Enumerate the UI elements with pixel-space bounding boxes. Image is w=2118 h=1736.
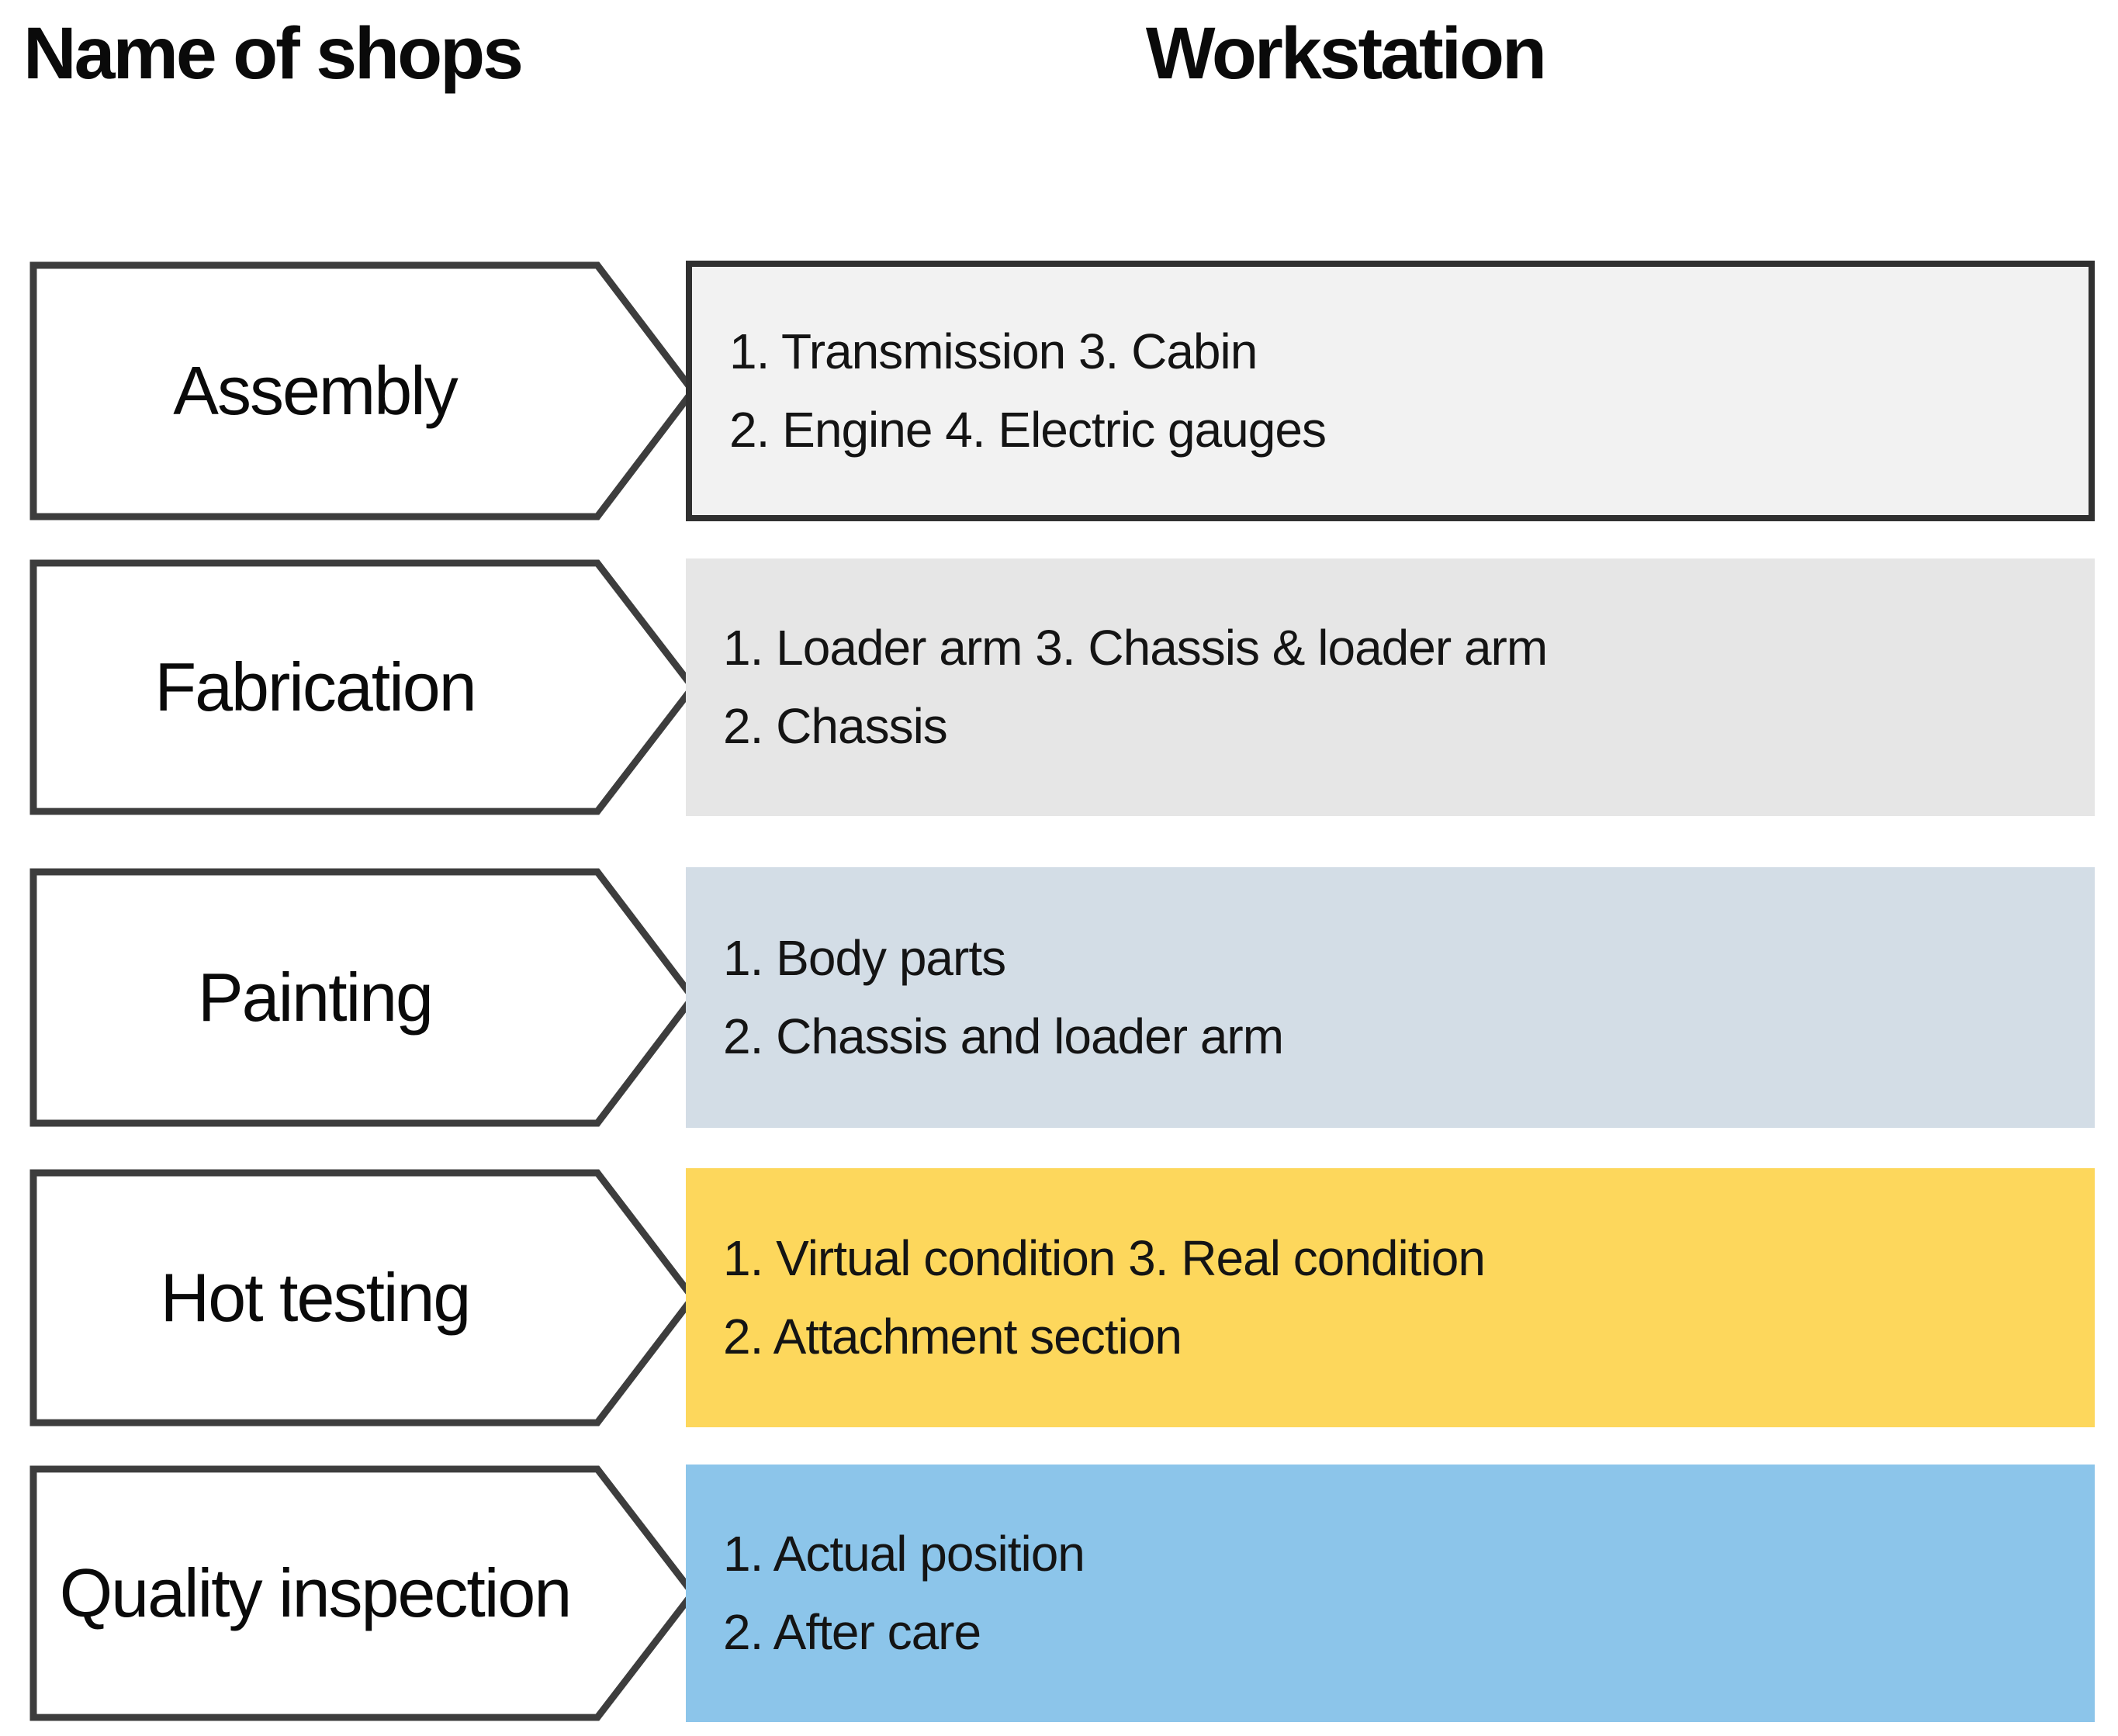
right-arrow-pentagon-icon (29, 261, 697, 520)
workstation-line: 1. Actual position (723, 1525, 1085, 1582)
workstation-box: 1. Body parts 2. Chassis and loader arm (686, 867, 2095, 1128)
right-arrow-pentagon-icon (29, 1169, 697, 1426)
workstation-line: 1. Transmission 3. Cabin (729, 323, 1258, 379)
workstation-line: 2. Chassis (723, 698, 948, 754)
right-arrow-pentagon-icon (29, 868, 697, 1127)
shop-arrow-shape: Hot testing (29, 1168, 697, 1427)
workstation-line: 2. Engine 4. Electric gauges (729, 402, 1327, 458)
process-row-quality-inspection: Quality inspection 1. Actual position 2.… (0, 1465, 2118, 1722)
process-row-assembly: Assembly 1. Transmission 3. Cabin 2. Eng… (0, 261, 2118, 521)
column-header-workstation: Workstation (686, 11, 2005, 96)
shop-name: Assembly (173, 352, 458, 429)
column-header-name-of-shops: Name of shops (23, 11, 524, 96)
shop-name: Painting (197, 959, 434, 1036)
header-label: Workstation (1145, 12, 1547, 95)
header-label: Name of shops (23, 12, 524, 95)
shop-name: Hot testing (160, 1259, 472, 1336)
shop-name: Quality inspection (59, 1554, 573, 1631)
shop-arrow-shape: Assembly (29, 261, 697, 521)
shop-arrow-shape: Quality inspection (29, 1465, 697, 1722)
workstation-box: 1. Actual position 2. After care (686, 1465, 2095, 1722)
process-row-hot-testing: Hot testing 1. Virtual condition 3. Real… (0, 1168, 2118, 1427)
workstation-line: 2. After care (723, 1604, 981, 1660)
workstation-box: 1. Virtual condition 3. Real condition 2… (686, 1168, 2095, 1427)
workstation-line: 1. Loader arm 3. Chassis & loader arm (723, 619, 1548, 676)
right-arrow-pentagon-icon (29, 559, 697, 815)
shop-name: Fabrication (154, 648, 476, 725)
workstation-line: 2. Chassis and loader arm (723, 1008, 1284, 1064)
workstation-line: 1. Virtual condition 3. Real condition (723, 1229, 1486, 1286)
workstation-box: 1. Transmission 3. Cabin 2. Engine 4. El… (686, 261, 2095, 521)
right-arrow-pentagon-icon (29, 1465, 697, 1721)
process-row-fabrication: Fabrication 1. Loader arm 3. Chassis & l… (0, 558, 2118, 816)
shop-arrow-shape: Fabrication (29, 558, 697, 816)
process-row-painting: Painting 1. Body parts 2. Chassis and lo… (0, 867, 2118, 1128)
workstation-line: 1. Body parts (723, 929, 1006, 986)
shop-arrow-shape: Painting (29, 867, 697, 1128)
workstation-box: 1. Loader arm 3. Chassis & loader arm 2.… (686, 558, 2095, 816)
workstation-line: 2. Attachment section (723, 1309, 1182, 1364)
